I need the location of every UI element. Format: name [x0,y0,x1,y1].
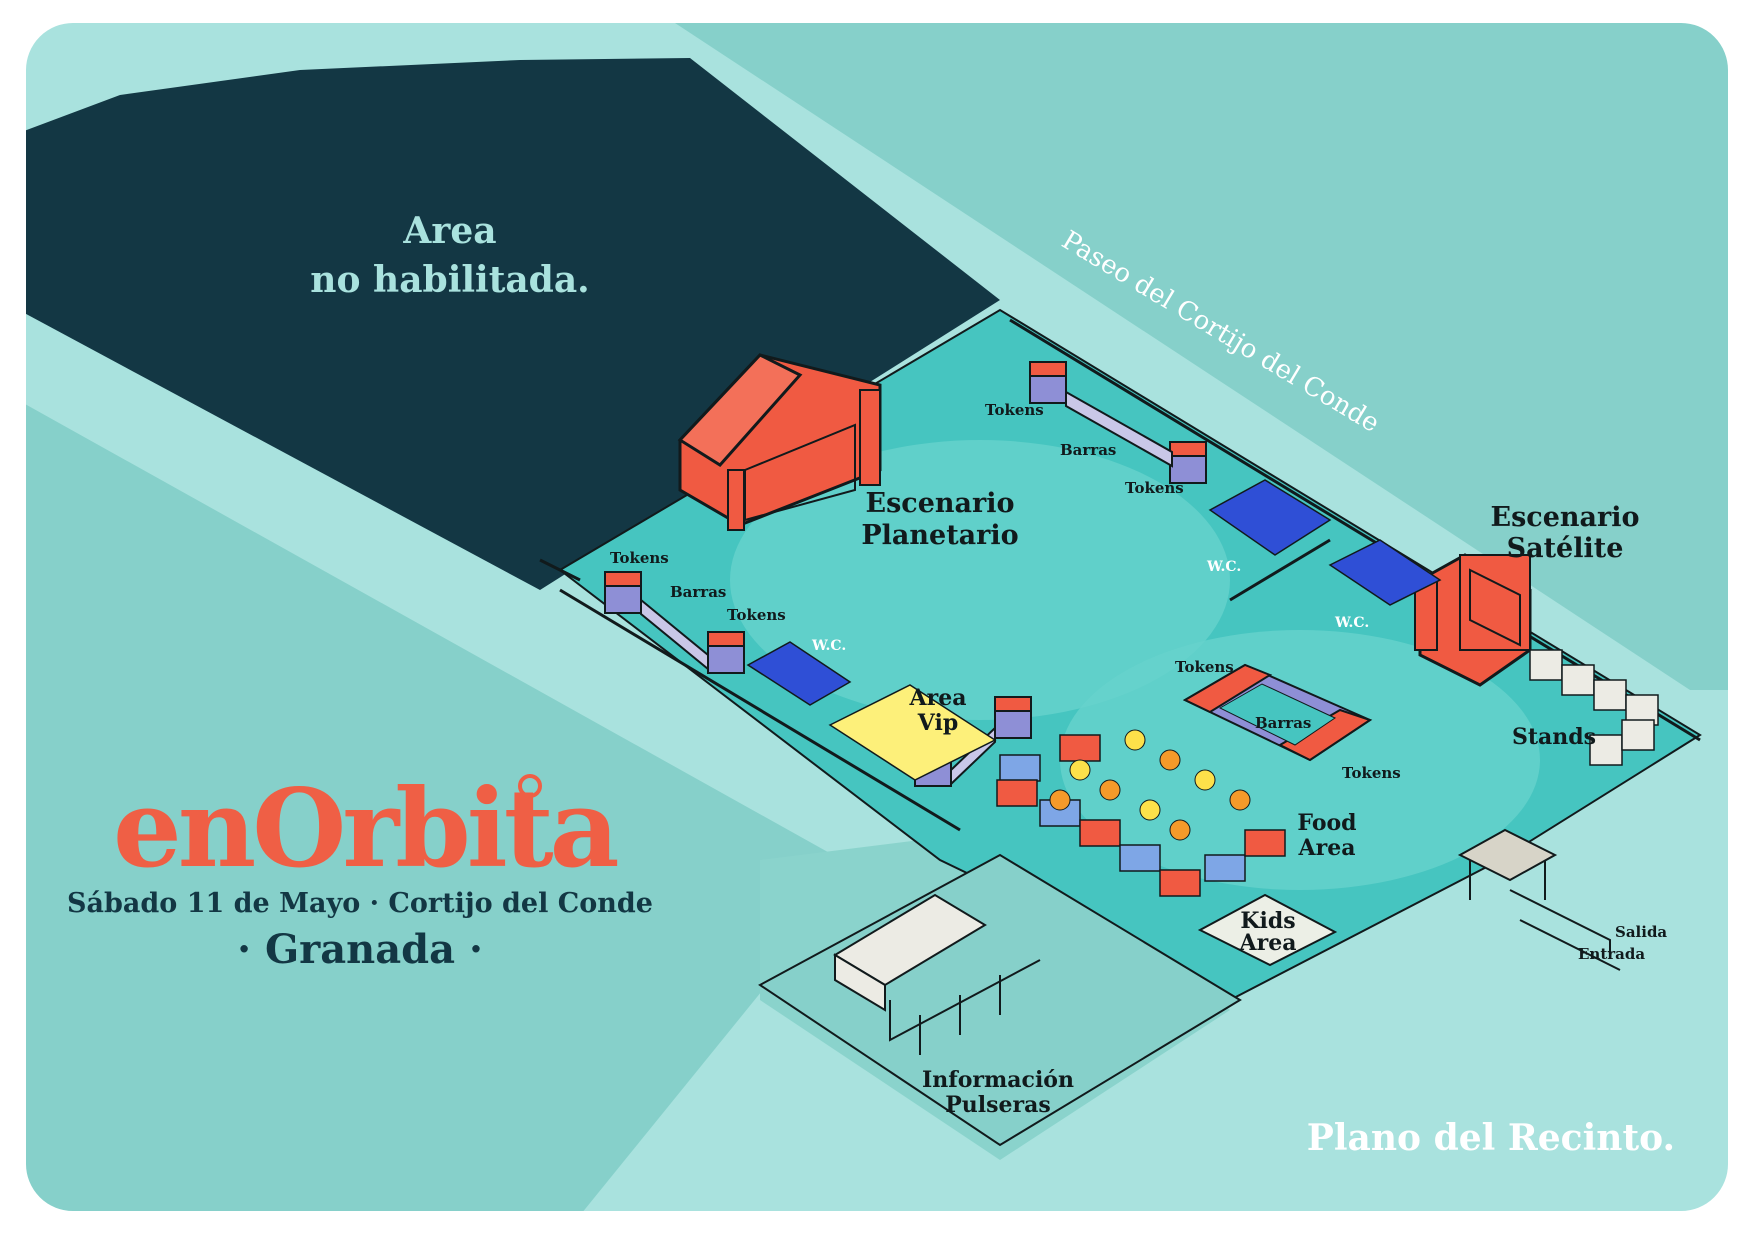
kids-area [1197,893,1338,967]
svg-text:Pulseras: Pulseras [945,1092,1051,1118]
barras-label-1: Barras [1060,441,1116,459]
token-booths [604,374,1207,787]
stands-label: Stands [1512,724,1596,750]
venue-wall-front [559,588,961,832]
main-stage [677,353,882,531]
tokens-label-3: Tokens [610,549,669,567]
food-trucks [996,734,1286,897]
vip-area [828,684,997,781]
food-area-label: Food Area [1297,810,1356,861]
kids-area-label: Kids Area [1239,908,1297,956]
event-city: · Granada · [237,926,483,973]
main-stage-label: Escenario Planetario [861,488,1018,551]
tokens-label-4: Tokens [727,606,786,624]
tokens-label-2: Tokens [1125,479,1184,497]
barras-label-3: Barras [1255,714,1311,732]
svg-text:Escenario: Escenario [865,488,1014,519]
main-stage-zone [730,440,1230,720]
venue-inner-wall [1229,538,1331,602]
service-labels: Tokens Barras Tokens Tokens Barras Token… [610,401,1667,963]
svg-text:Satélite: Satélite [1507,533,1624,564]
entrance-canopy [1457,828,1621,971]
vip-area-label: Area Vip [909,685,967,736]
venue-wall-left [539,558,581,582]
field-left [25,390,860,1212]
field-right [640,22,1729,690]
svg-text:Area: Area [909,685,967,711]
restricted-area-label: Area no habilitada. [310,210,589,301]
tokens-label-6: Tokens [1342,764,1401,782]
svg-text:no habilitada.: no habilitada. [310,259,589,301]
food-umbrellas [1049,729,1251,841]
svg-text:Vip: Vip [917,710,958,736]
event-date-venue: Sábado 11 de Mayo · Cortijo del Conde [67,888,653,919]
svg-text:Escenario: Escenario [1490,502,1639,533]
svg-text:Area: Area [402,210,496,252]
wc-label-1: W.C. [1206,559,1241,575]
salida-label: Salida [1615,923,1667,941]
satellite-stage [1414,553,1532,687]
planet-ring-icon [518,774,542,798]
barras-label-2: Barras [670,583,726,601]
wc-labels: W.C. W.C. W.C. [811,559,1369,654]
map-frame [24,21,1730,1213]
wc-label-3: W.C. [811,638,846,654]
svg-text:Kids: Kids [1240,908,1295,934]
brand-logo: enOrbita [113,766,618,892]
central-bar [1182,663,1373,762]
stands-tents [1529,649,1659,766]
tokens-label-1: Tokens [985,401,1044,419]
svg-text:Food: Food [1297,810,1356,836]
svg-text:Información: Información [922,1067,1074,1093]
svg-text:Area: Area [1239,930,1297,956]
info-area [758,853,1242,1147]
tokens-label-5: Tokens [1175,658,1234,676]
wc-label-2: W.C. [1334,615,1369,631]
entrada-label: Entrada [1578,945,1645,963]
svg-text:Planetario: Planetario [861,520,1018,551]
satellite-stage-label: Escenario Satélite [1490,502,1639,564]
map-title: Plano del Recinto. [1307,1117,1675,1159]
svg-text:Area: Area [1298,835,1356,861]
info-pulseras-label: Información Pulseras [922,1067,1074,1118]
